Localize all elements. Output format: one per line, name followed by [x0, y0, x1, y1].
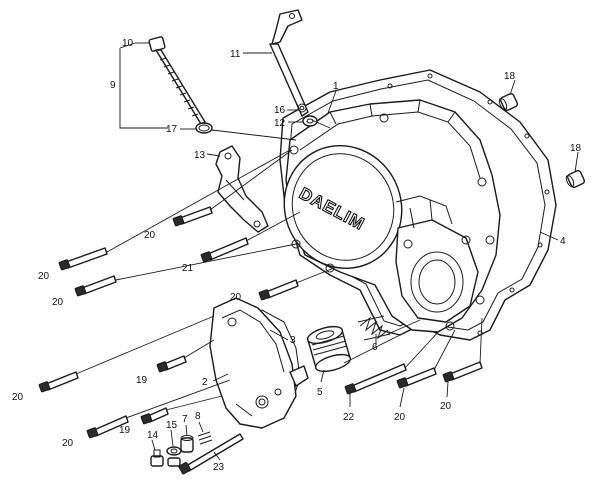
callout-20-b: 20: [38, 271, 50, 282]
callout-7: 7: [182, 414, 188, 425]
callout-10: 10: [122, 38, 134, 49]
callout-16: 16: [274, 105, 286, 116]
bolt-22: [344, 363, 407, 395]
callout-4: 4: [560, 236, 566, 247]
dowel-pin-upper: [498, 92, 519, 112]
callout-21: 21: [182, 263, 194, 274]
filter-spring: [357, 315, 391, 341]
callout-20-a: 20: [144, 230, 156, 241]
bolt-20-upper: [172, 206, 213, 227]
bolt-20-left-mid: [74, 275, 117, 297]
cable-bracket: [215, 145, 269, 233]
lifter-spring: [297, 103, 307, 113]
callout-13: 13: [194, 150, 206, 161]
plug-spring: [197, 431, 213, 445]
callout-19-b: 19: [119, 425, 131, 436]
gasket-bolt-holes: [387, 73, 550, 336]
oil-filter-housing: [395, 195, 485, 323]
callout-2: 2: [202, 377, 208, 388]
bolt-set: [38, 206, 483, 475]
callout-6: 6: [372, 342, 378, 353]
alignment-lines: [75, 119, 483, 419]
water-pump-cover: [209, 297, 309, 429]
callout-17: 17: [166, 124, 178, 135]
lifter-washer: [302, 115, 318, 127]
callout-18-upper: 18: [504, 71, 516, 82]
callout-20-d: 20: [230, 292, 242, 303]
sealing-washer: [166, 446, 182, 467]
callout-18-right: 18: [570, 143, 582, 154]
bolt-21: [200, 237, 249, 263]
callout-1: 1: [333, 81, 339, 92]
callout-20-f: 20: [394, 412, 406, 423]
clutch-lifter-arm: [269, 9, 309, 117]
callout-23: 23: [213, 462, 225, 473]
dowel-pin-right: [565, 169, 586, 189]
bolt-20-left-upper: [58, 247, 108, 271]
bolt-20-bottom-left: [86, 415, 129, 439]
clutch-cover-dome: DAELIM: [283, 144, 403, 270]
callout-20-c: 20: [52, 297, 64, 308]
callout-3: 3: [290, 335, 296, 346]
oil-filter: [306, 325, 352, 373]
callout-5: 5: [317, 387, 323, 398]
callout-11: 11: [230, 49, 241, 60]
bolt-20-bottom-mid: [396, 367, 437, 389]
callout-15: 15: [166, 420, 178, 431]
callout-12: 12: [274, 118, 286, 129]
bolt-20-bottom-right: [442, 361, 483, 383]
callout-20-e: 20: [12, 392, 24, 403]
plug: [180, 435, 194, 453]
callout-22: 22: [343, 412, 355, 423]
bolt-19-lower: [140, 407, 169, 425]
drain-bolt: [150, 449, 164, 467]
callout-19-a: 19: [136, 375, 148, 386]
oil-level-gauge: [148, 36, 206, 125]
callout-14: 14: [147, 430, 159, 441]
callout-9: 9: [110, 80, 116, 91]
callout-20-g: 20: [440, 401, 452, 412]
bolt-20-lower-left: [38, 371, 79, 393]
callout-20-h: 20: [62, 438, 74, 449]
bolt-20-center: [258, 279, 299, 301]
o-ring: [195, 122, 213, 134]
callout-leaders: [119, 42, 579, 461]
callout-labels: 10 9 17 11 16 12 1 13 18 18 4 20 20 20 2…: [12, 38, 582, 473]
bolt-19-upper: [156, 355, 187, 373]
callout-8: 8: [195, 411, 201, 422]
cover-bolt-bosses: [289, 113, 495, 331]
right-crankcase-cover: DAELIM: [283, 99, 501, 333]
